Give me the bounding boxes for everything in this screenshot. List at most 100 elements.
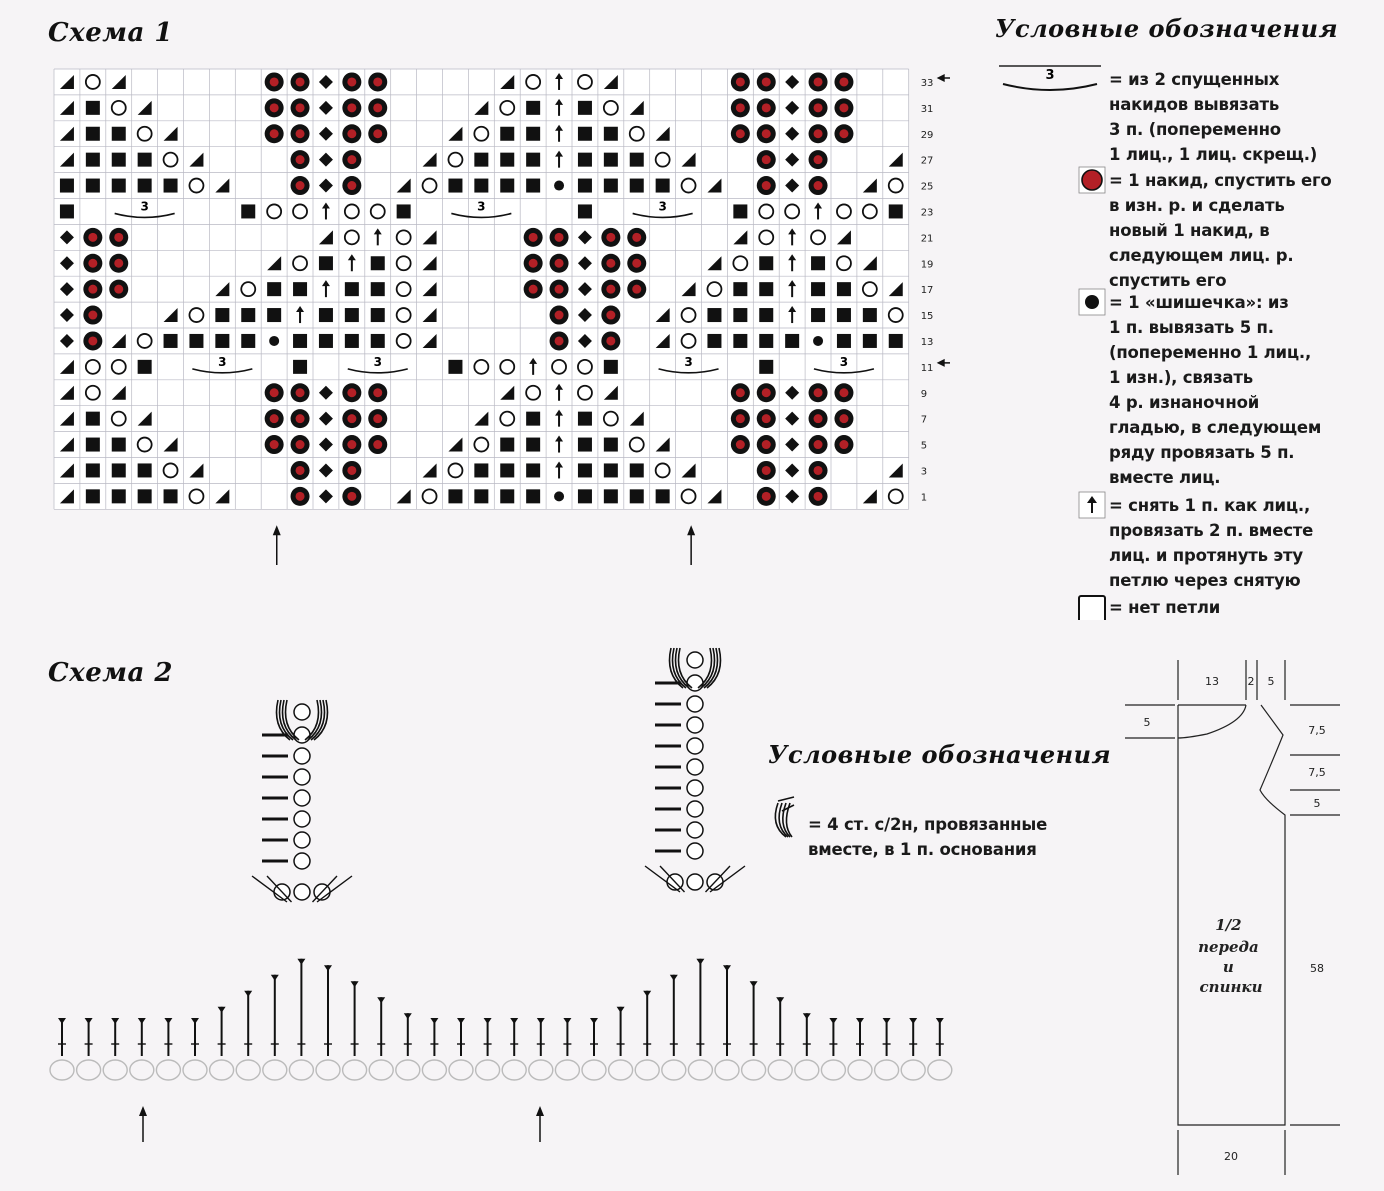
red-dot-symbol: [269, 129, 279, 139]
red-dot-symbol: [761, 103, 771, 113]
open-circle-symbol: [525, 384, 542, 401]
red-dot-symbol: [735, 440, 745, 450]
cluster-stroke-right: [700, 647, 716, 689]
chain-loop: [129, 1059, 155, 1081]
chain-circle: [293, 789, 311, 807]
diamond-symbol: [785, 74, 800, 89]
red-dot-symbol: [269, 414, 279, 424]
red-dot-symbol: [88, 284, 98, 294]
triangle-symbol: [59, 152, 74, 167]
row-number: 21: [921, 233, 934, 244]
red-dot-symbol: [373, 77, 383, 87]
cluster-stroke-left: [284, 699, 300, 741]
red-dot-symbol: [761, 440, 771, 450]
open-circle-symbol: [395, 307, 412, 323]
diamond-symbol: [785, 178, 800, 193]
triangle-symbol: [422, 282, 437, 297]
open-circle-symbol: [188, 177, 205, 194]
chain-loop: [155, 1059, 182, 1081]
black-square-symbol: [318, 256, 333, 271]
chain-circle: [686, 873, 704, 891]
red-dot-symbol: [761, 129, 771, 139]
triangle-symbol: [681, 282, 696, 297]
chain-loop: [661, 1059, 687, 1081]
crochet-chart-2: [49, 647, 953, 1142]
triangle-symbol: [422, 308, 437, 323]
crochet-column: [644, 647, 746, 893]
triangle-symbol: [396, 178, 411, 193]
diamond-symbol: [59, 256, 74, 271]
diamond-symbol: [318, 152, 333, 167]
black-square-symbol: [500, 437, 515, 452]
chain-loop: [607, 1059, 634, 1081]
red-dot-symbol: [839, 77, 849, 87]
stitch-top: [483, 1018, 492, 1024]
triangle-symbol: [189, 463, 204, 478]
group-3-label: 3: [374, 355, 382, 369]
open-circle-symbol: [136, 333, 153, 349]
diamond-symbol: [318, 385, 333, 400]
bobble-symbol: [554, 180, 565, 191]
stitch-top: [749, 981, 758, 988]
chain-loop: [554, 1059, 581, 1081]
up-arrow-head: [788, 306, 797, 313]
bobble-symbol: [269, 335, 280, 346]
black-square-symbol: [370, 308, 385, 323]
black-square-symbol: [111, 463, 126, 478]
chain-loop: [235, 1059, 261, 1081]
triangle-symbol: [215, 489, 230, 504]
open-circle-symbol: [887, 307, 904, 323]
triangle-symbol: [707, 256, 722, 271]
black-square-symbol: [111, 489, 126, 504]
triangle-symbol: [267, 256, 282, 271]
black-square-symbol: [85, 437, 100, 452]
stitch-top: [270, 974, 279, 981]
black-square-symbol: [163, 333, 178, 348]
triangle-symbol: [59, 74, 74, 89]
triangle-symbol: [422, 256, 437, 271]
red-dot-symbol: [295, 465, 305, 475]
group-3-symbol: [192, 368, 253, 374]
black-square-symbol: [526, 100, 541, 115]
chart2-title: Схема 2: [48, 658, 173, 688]
triangle-symbol: [733, 230, 748, 245]
triangle-symbol: [111, 385, 126, 400]
triangle-symbol: [422, 463, 437, 478]
cluster-stroke-right: [310, 699, 326, 741]
open-circle-symbol: [861, 281, 878, 298]
black-square-symbol: [137, 359, 152, 374]
red-dot-symbol: [347, 414, 357, 424]
garment-outline: [1177, 704, 1286, 1126]
black-square-symbol: [448, 489, 463, 504]
row-number: 13: [921, 337, 934, 348]
group-3-icon: 3: [999, 65, 1101, 91]
row-number: 1: [921, 492, 927, 503]
chain-circle: [686, 842, 704, 860]
diamond-symbol: [318, 100, 333, 115]
red-dot-symbol: [761, 77, 771, 87]
stitch-top: [297, 958, 306, 965]
black-square-symbol: [85, 152, 100, 167]
black-square-symbol: [318, 333, 333, 348]
up-arrow-head: [555, 461, 564, 468]
black-square-symbol: [759, 308, 774, 323]
diamond-symbol: [577, 256, 592, 271]
cluster-stroke-left: [674, 647, 690, 689]
chain-loop: [687, 1059, 714, 1081]
red-dot-symbol: [813, 103, 823, 113]
chain-loop: [368, 1059, 394, 1081]
triangle-symbol: [888, 152, 903, 167]
black-square-symbol: [811, 308, 826, 323]
black-square-symbol: [707, 308, 722, 323]
chain-loop: [794, 1059, 820, 1081]
red-dot-symbol: [761, 414, 771, 424]
chain-loop: [528, 1059, 554, 1081]
open-circle-symbol: [395, 333, 412, 349]
black-square-symbol: [474, 178, 489, 193]
stitch-top: [510, 1018, 519, 1024]
red-dot-symbol: [761, 155, 771, 165]
triangle-symbol: [629, 411, 644, 426]
cluster-stroke-right: [313, 699, 329, 741]
open-circle-symbol: [784, 203, 801, 220]
